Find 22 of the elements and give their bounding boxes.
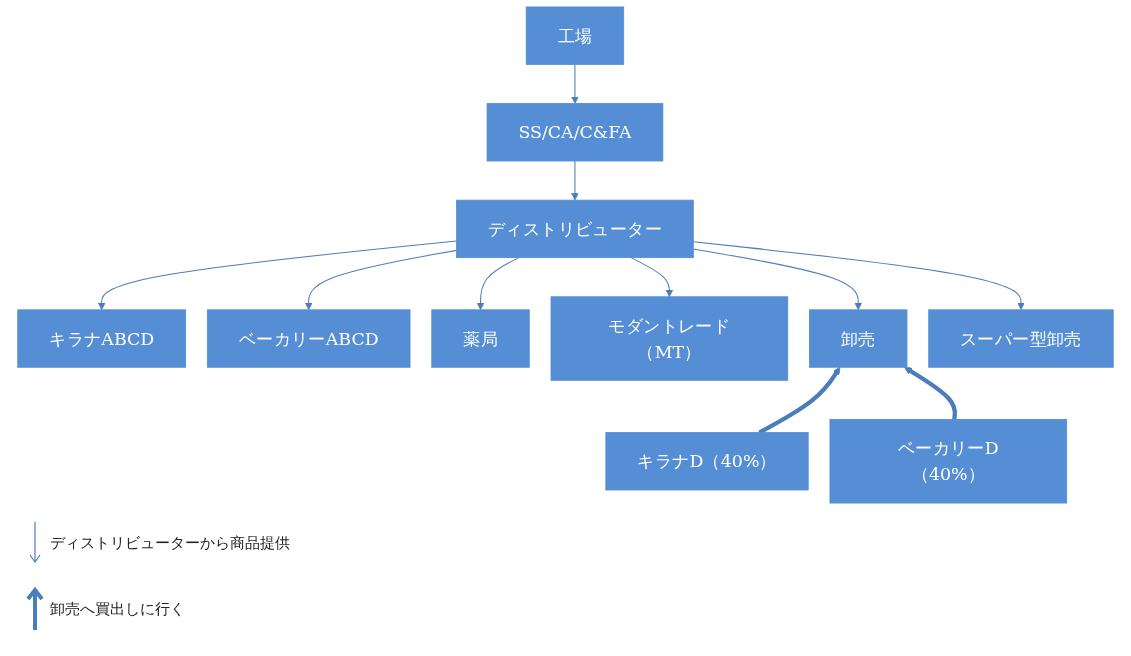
legend-text: 卸売へ買出しに行く [50,599,185,619]
node-box: キラナABCD [17,309,187,368]
arrow [904,366,958,420]
arrow [571,63,579,104]
node-box: 薬局 [431,309,530,368]
node-box: SS/CA/C&FA [486,103,664,162]
node-box: キラナD（40%） [605,432,809,491]
node-box: スーパー型卸売 [928,309,1114,368]
arrow [692,241,1025,311]
node-box: ベーカリーD（40%） [829,419,1068,504]
arrow [97,240,458,311]
arrow [571,160,579,201]
node-box: 工場 [525,6,625,65]
node-box: 卸売 [809,309,908,368]
node-box: モダントレード（MT） [550,296,789,381]
node-box: ベーカリーABCD [206,309,411,368]
legend-text: ディストリビューターから商品提供 [50,533,290,553]
arrow [476,257,520,311]
arrow [692,248,863,311]
node-box: ディストリビューター [456,199,694,259]
arrow [304,249,458,311]
arrow [630,257,674,298]
